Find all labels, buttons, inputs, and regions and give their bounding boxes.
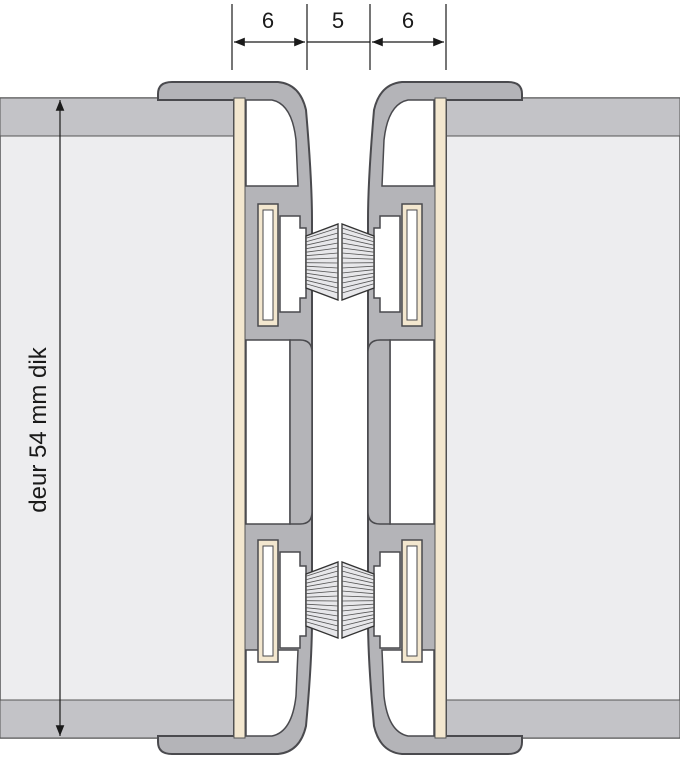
left-door-panel xyxy=(0,97,235,739)
right-seal-profile xyxy=(367,81,523,755)
brush-seal-icon xyxy=(341,223,375,301)
dim-right-width: 6 xyxy=(402,8,414,33)
brush-seal-icon xyxy=(341,561,375,639)
dim-left-width: 6 xyxy=(262,8,274,33)
brush-seal-icon xyxy=(305,223,339,301)
dim-gap-width: 5 xyxy=(332,8,344,33)
door-thickness-dimension: deur 54 mm dik xyxy=(25,100,65,736)
top-dimensions: 6 5 6 xyxy=(231,4,447,70)
right-door-panel xyxy=(445,97,680,739)
left-wood-strip xyxy=(233,97,246,739)
brush-seal-icon xyxy=(305,561,339,639)
brush-seal-icon xyxy=(305,223,375,639)
door-thickness-label: deur 54 mm dik xyxy=(25,346,52,512)
